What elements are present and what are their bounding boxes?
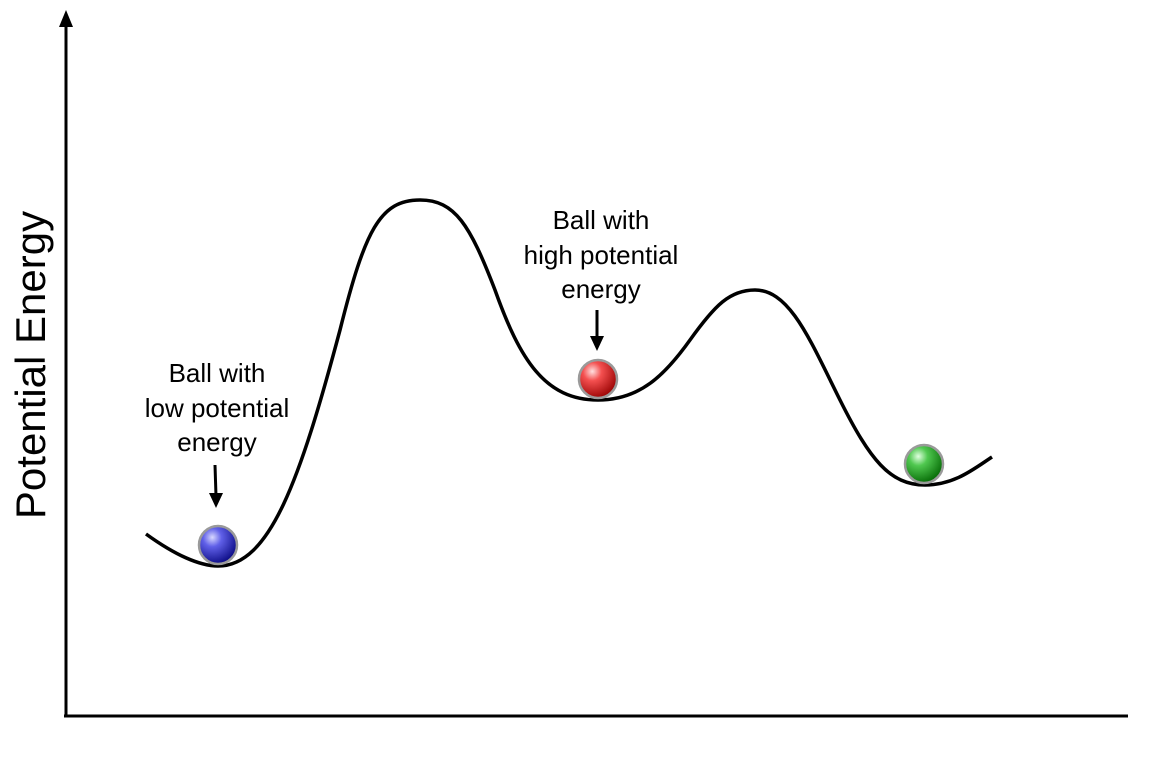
y-axis-arrowhead: [59, 10, 73, 27]
high-energy-annotation: Ball with high potential energy: [524, 205, 679, 351]
energy-curve: [144, 198, 993, 568]
low-annotation-arrow-shaft: [213, 464, 218, 497]
low-annotation-line-3: energy: [177, 427, 257, 457]
low-annotation-line-1: Ball with: [169, 358, 266, 388]
high-annotation-line-3: energy: [561, 274, 641, 304]
low-annotation-arrowhead: [209, 493, 223, 508]
high-annotation-line-2: high potential: [524, 240, 679, 270]
low-annotation-line-2: low potential: [145, 393, 290, 423]
high-annotation-arrowhead: [590, 336, 604, 351]
blue-ball: [197, 524, 239, 566]
high-annotation-line-1: Ball with: [553, 205, 650, 235]
red-ball: [577, 358, 619, 400]
green-ball: [903, 443, 945, 485]
y-axis-label: Potential Energy: [7, 211, 54, 519]
low-energy-annotation: Ball with low potential energy: [145, 358, 290, 508]
